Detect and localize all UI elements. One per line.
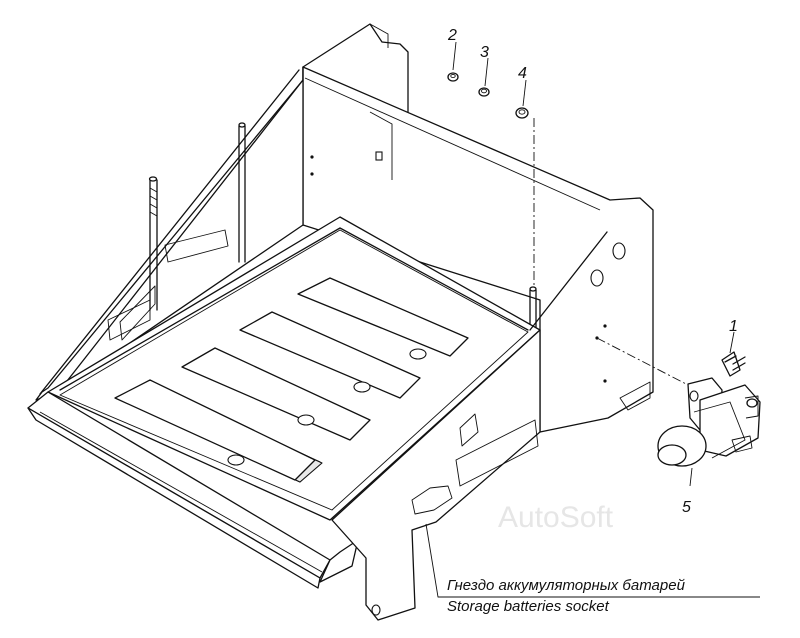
watermark: AutoSoft: [498, 501, 614, 534]
callout-2: 2: [447, 27, 457, 44]
battery-switch-part-5: [657, 377, 761, 467]
washer-part-3: [478, 87, 490, 97]
caption: Гнездо аккумуляторных батарей Storage ba…: [447, 577, 686, 615]
washer-part-4: [515, 107, 529, 119]
nut-part-2: [447, 72, 459, 82]
caption-ru: Гнездо аккумуляторных батарей: [447, 577, 686, 594]
battery-tray: [27, 216, 541, 589]
callout-4: 4: [518, 65, 527, 82]
callout-labels: 1 2 3 4 5: [447, 27, 738, 516]
right-side-frame: [331, 231, 608, 621]
tray-ribs: [114, 277, 469, 483]
stud-left-rear: [238, 122, 246, 263]
bolt-part-1: [596, 337, 746, 387]
callout-1: 1: [729, 318, 738, 335]
caption-en: Storage batteries socket: [447, 598, 610, 615]
callout-3: 3: [480, 44, 489, 61]
callout-5: 5: [682, 499, 691, 516]
left-side-frame: [35, 66, 304, 401]
fasteners-2-3-4: [447, 72, 535, 285]
stud-left-front: [148, 176, 158, 311]
leader-lines: [425, 41, 760, 598]
